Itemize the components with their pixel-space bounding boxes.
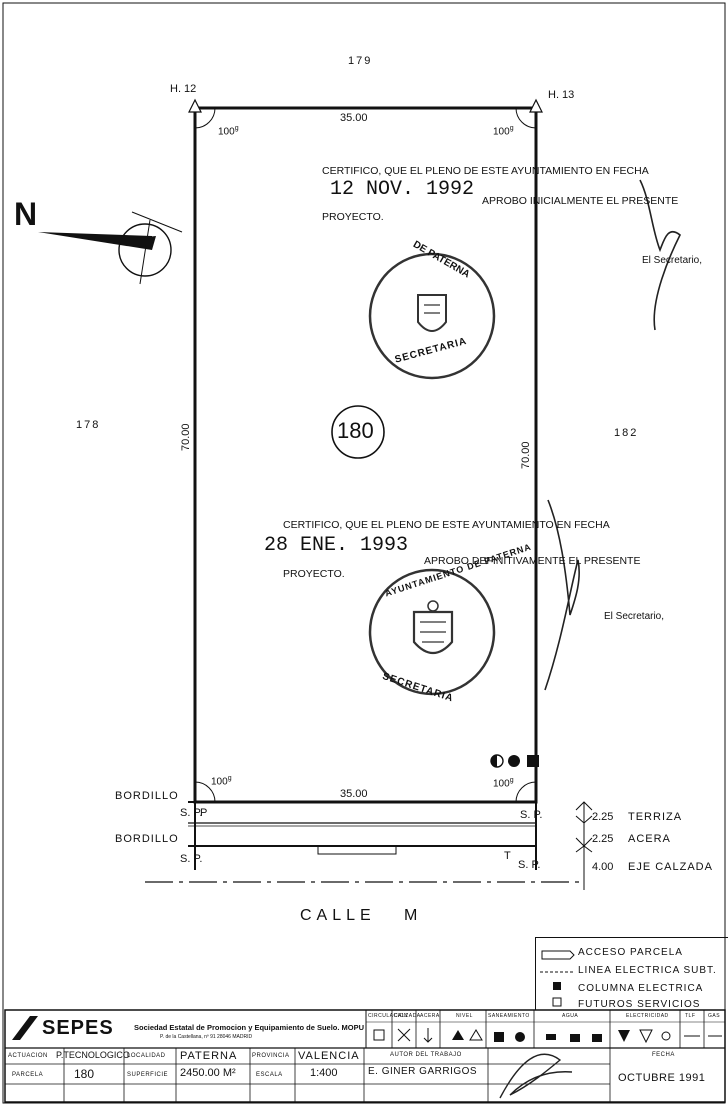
t-label: T — [504, 850, 511, 862]
label-autor: AUTOR DEL TRABAJO — [390, 1052, 462, 1058]
sp-label-4: S. P. — [518, 859, 541, 871]
title-signature-icon — [499, 1053, 573, 1099]
stamp-2-signer: El Secretario, — [604, 611, 665, 622]
value-autor: E. GINER GARRIGOS — [368, 1066, 478, 1077]
legend-item-columna-electrica: COLUMNA ELECTRICA — [578, 983, 704, 994]
angle-bottom-right: 100g — [493, 777, 514, 790]
value-escala: 1:400 — [310, 1067, 338, 1079]
sp-label-3: S. P. — [180, 853, 203, 865]
stamp-2-text-line3: PROYECTO. — [283, 568, 345, 580]
legend-symbols — [540, 950, 575, 1007]
dimension-right-length: 70.00 — [520, 441, 532, 469]
stamp-2-text-line2: APROBO DEFINITIVAMENTE EL PRESENTE — [424, 555, 641, 567]
value-actuacion: P.TECNOLOGICO — [56, 1050, 130, 1060]
logo-text: SEPES — [42, 1017, 114, 1039]
angle-bottom-left: 100g — [211, 775, 232, 788]
bordillo-label-1: BORDILLO — [115, 790, 179, 802]
label-parcela: PARCELA — [12, 1072, 44, 1078]
corner-label-h13: H. 13 — [548, 89, 575, 101]
sp-label-1: S. P. — [180, 807, 203, 819]
stamp-1-text-line2: APROBO INICIALMENTE EL PRESENTE — [482, 195, 679, 207]
org-name: Sociedad Estatal de Promocion y Equipami… — [134, 1023, 365, 1032]
label-superficie: SUPERFICIE — [127, 1072, 169, 1078]
neighbor-parcel-left: 178 — [76, 419, 101, 431]
p-label-1: P — [200, 807, 208, 819]
stamp-1-signer: El Secretario, — [642, 255, 703, 266]
dimension-terriza: 2.25 — [592, 811, 614, 823]
service-label-nivel: NIVEL — [456, 1013, 473, 1019]
value-fecha: OCTUBRE 1991 — [618, 1072, 706, 1084]
angle-arc-top-right — [515, 107, 537, 129]
dimension-eje: 4.00 — [592, 861, 614, 873]
service-label-tlf: TLF — [685, 1013, 696, 1019]
title-block-frame — [4, 1009, 726, 1103]
seal-2-icon — [368, 568, 496, 696]
value-localidad: PATERNA — [180, 1050, 238, 1062]
stamp-2-text-line1: CERTIFICO, QUE EL PLENO DE ESTE AYUNTAMI… — [283, 519, 610, 531]
label-eje-calzada: EJE CALZADA — [628, 861, 713, 873]
dimension-bottom-width: 35.00 — [340, 788, 368, 800]
label-actuacion: ACTUACION — [8, 1053, 48, 1059]
corner-marker-h13 — [529, 98, 543, 113]
neighbor-parcel-right: 182 — [614, 427, 639, 439]
angle-arc-top-left — [194, 107, 216, 129]
service-label-saneamiento: SANEAMIENTO — [488, 1013, 530, 1019]
driveway-access — [317, 845, 397, 855]
service-label-circulacion: CIRCULACION — [368, 1013, 408, 1019]
service-label-agua: AGUA — [562, 1013, 579, 1019]
label-fecha: FECHA — [652, 1052, 675, 1058]
label-acera: ACERA — [628, 833, 671, 845]
stamp-2-date: 28 ENE. 1993 — [264, 534, 409, 557]
stamp-1-date: 12 NOV. 1992 — [330, 178, 475, 201]
utility-symbols — [490, 754, 539, 768]
parcel-number: 180 — [337, 418, 374, 443]
legend-item-futuros-servicios: FUTUROS SERVICIOS — [578, 999, 701, 1010]
dimension-top-width: 35.00 — [340, 112, 368, 124]
north-arrow-icon — [38, 211, 183, 285]
dimension-left-length: 70.00 — [180, 423, 192, 451]
logo-icon — [12, 1016, 38, 1040]
stamp-1-text-line1: CERTIFICO, QUE EL PLENO DE ESTE AYUNTAMI… — [322, 166, 649, 177]
legend-item-acceso-parcela: ACCESO PARCELA — [578, 947, 683, 958]
label-terriza: TERRIZA — [628, 811, 683, 823]
stamp-1-text-line3: PROYECTO. — [322, 211, 384, 223]
north-label: N — [14, 196, 38, 232]
value-parcela: 180 — [74, 1067, 95, 1081]
neighbor-parcel-top: 179 — [348, 55, 373, 67]
bordillo-label-2: BORDILLO — [115, 833, 179, 845]
org-address: P. de la Castellana, nº 91 28046 MADRID — [160, 1034, 253, 1040]
label-escala: ESCALA — [256, 1072, 283, 1078]
value-provincia: VALENCIA — [298, 1050, 360, 1062]
service-label-gas: GAS — [708, 1013, 721, 1019]
street-name: CALLE M — [300, 907, 423, 924]
legend-item-linea-electrica: LINEA ELECTRICA SUBT. — [578, 965, 717, 976]
signature-1-icon — [639, 179, 681, 331]
sp-label-2: S. P. — [520, 809, 543, 821]
service-label-acera: ACERA — [420, 1013, 440, 1019]
corner-label-h12: H. 12 — [170, 83, 197, 95]
angle-arc-bottom-right — [515, 781, 537, 803]
angle-arc-bottom-left — [194, 781, 216, 803]
service-label-electricidad: ELECTRICIDAD — [626, 1013, 669, 1019]
value-superficie: 2450.00 M² — [180, 1067, 236, 1079]
corner-marker-h12 — [188, 98, 202, 113]
parcel-number-circle — [331, 405, 385, 459]
label-provincia: PROVINCIA — [252, 1053, 290, 1059]
angle-top-right: 100g — [493, 125, 514, 138]
dimension-acera: 2.25 — [592, 833, 614, 845]
label-localidad: LOCALIDAD — [127, 1053, 166, 1059]
seal-1-icon — [368, 252, 496, 380]
legend-box: ACCESO PARCELA LINEA ELECTRICA SUBT. COL… — [535, 937, 728, 1010]
angle-top-left: 100g — [218, 125, 239, 138]
signature-2-icon — [544, 499, 580, 691]
service-label-calzada: CALZADA — [394, 1013, 421, 1019]
